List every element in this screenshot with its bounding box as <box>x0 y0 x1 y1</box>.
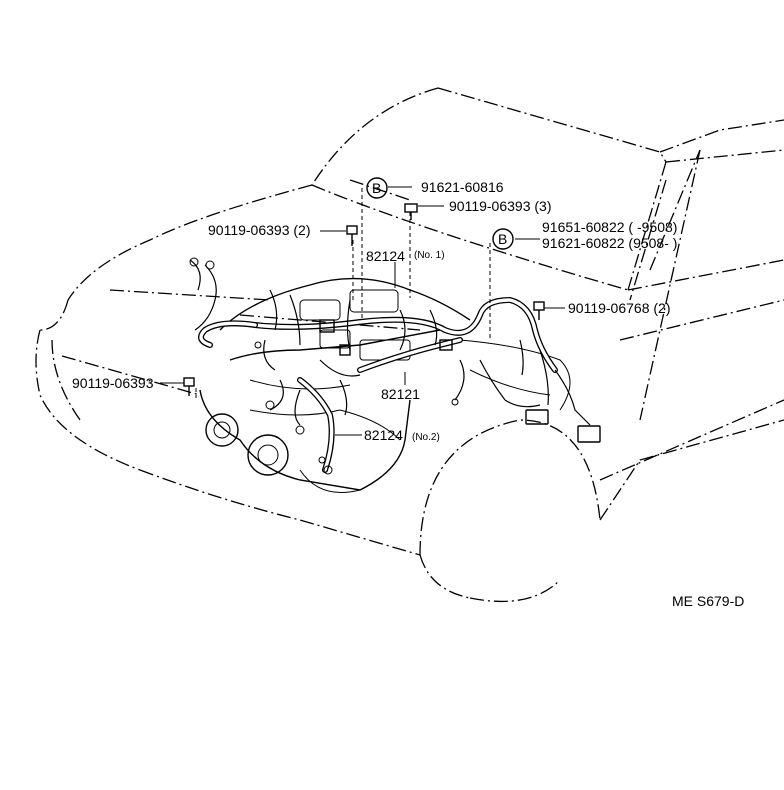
label-90119-06393-2: 90119-06393 (2) <box>208 222 310 238</box>
label-91621-60816: 91621-60816 <box>421 179 504 195</box>
b-marker-1: B <box>366 177 388 199</box>
b-marker-1-text: B <box>372 180 381 196</box>
label-90119-06768-2: 90119-06768 (2) <box>568 300 670 316</box>
leader-dashes <box>195 188 491 398</box>
label-90119-06393-3: 90119-06393 (3) <box>449 198 551 214</box>
engine-block <box>199 277 571 493</box>
label-82121: 82121 <box>381 386 420 402</box>
label-91651-60822: 91651-60822 ( -9508) <box>542 219 677 235</box>
fasteners <box>183 203 545 396</box>
wire-harness <box>189 257 601 475</box>
figure-code: ME S679-D <box>672 593 744 609</box>
b-marker-2-text: B <box>498 231 507 247</box>
label-82124-no2-sub: (No.2) <box>412 432 440 443</box>
label-91621-60822: 91621-60822 (9508- ) <box>542 235 677 251</box>
label-90119-06393: 90119-06393 <box>72 375 154 391</box>
callout-lines <box>160 186 565 436</box>
label-82124-no1-sub: (No. 1) <box>414 250 445 261</box>
label-82124-no2: 82124 <box>364 427 403 443</box>
b-marker-2: B <box>492 228 514 250</box>
label-82124-no1: 82124 <box>366 248 405 264</box>
